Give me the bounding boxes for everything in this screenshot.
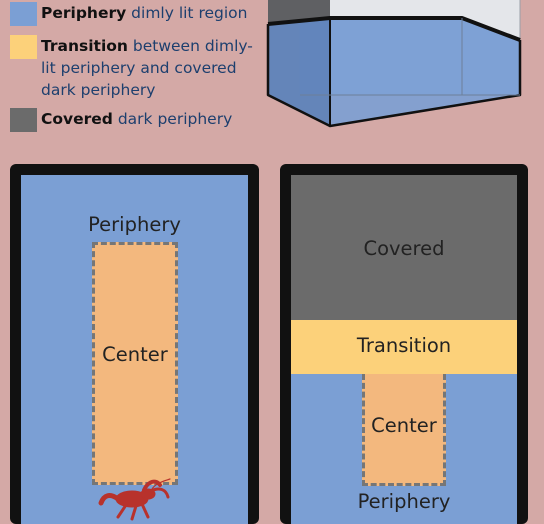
periphery-term: Periphery xyxy=(41,4,127,22)
left-center-label: Center xyxy=(102,343,168,366)
transition-region: Transition xyxy=(291,320,517,374)
covered-swatch xyxy=(10,108,37,132)
right-tank-interior: Covered Transition Center Periphery xyxy=(291,175,517,524)
left-periphery-label: Periphery xyxy=(88,213,181,236)
covered-region: Covered xyxy=(291,175,517,320)
covered-label: Covered xyxy=(363,237,445,260)
covered-desc: dark periphery xyxy=(117,110,233,128)
tank-illustration xyxy=(266,0,522,128)
right-periphery-label: Periphery xyxy=(357,490,451,513)
transition-desc: between dimly-lit periphery and covered … xyxy=(41,37,253,99)
periphery-desc: dimly lit region xyxy=(131,4,248,22)
crayfish-icon xyxy=(98,478,171,521)
right-tank-panel: Covered Transition Center Periphery xyxy=(280,164,528,524)
left-center-zone: Center xyxy=(92,242,178,485)
right-center-label: Center xyxy=(371,414,437,437)
left-periphery-region: Periphery Center xyxy=(21,175,248,524)
transition-swatch xyxy=(10,35,37,59)
covered-term: Covered xyxy=(41,110,113,128)
legend-periphery: Periphery dimly lit region xyxy=(10,2,263,26)
right-center-zone: Center xyxy=(362,374,446,486)
left-tank-panel: Periphery Center xyxy=(10,164,259,524)
periphery-swatch xyxy=(10,2,37,26)
tank-rim xyxy=(267,16,521,42)
transition-term: Transition xyxy=(41,37,128,55)
legend-covered: Covered dark periphery xyxy=(10,108,263,132)
transition-label: Transition xyxy=(356,334,452,357)
legend-transition: Transition between dimly-lit periphery a… xyxy=(10,35,263,101)
tank-shadow-side xyxy=(268,18,330,126)
